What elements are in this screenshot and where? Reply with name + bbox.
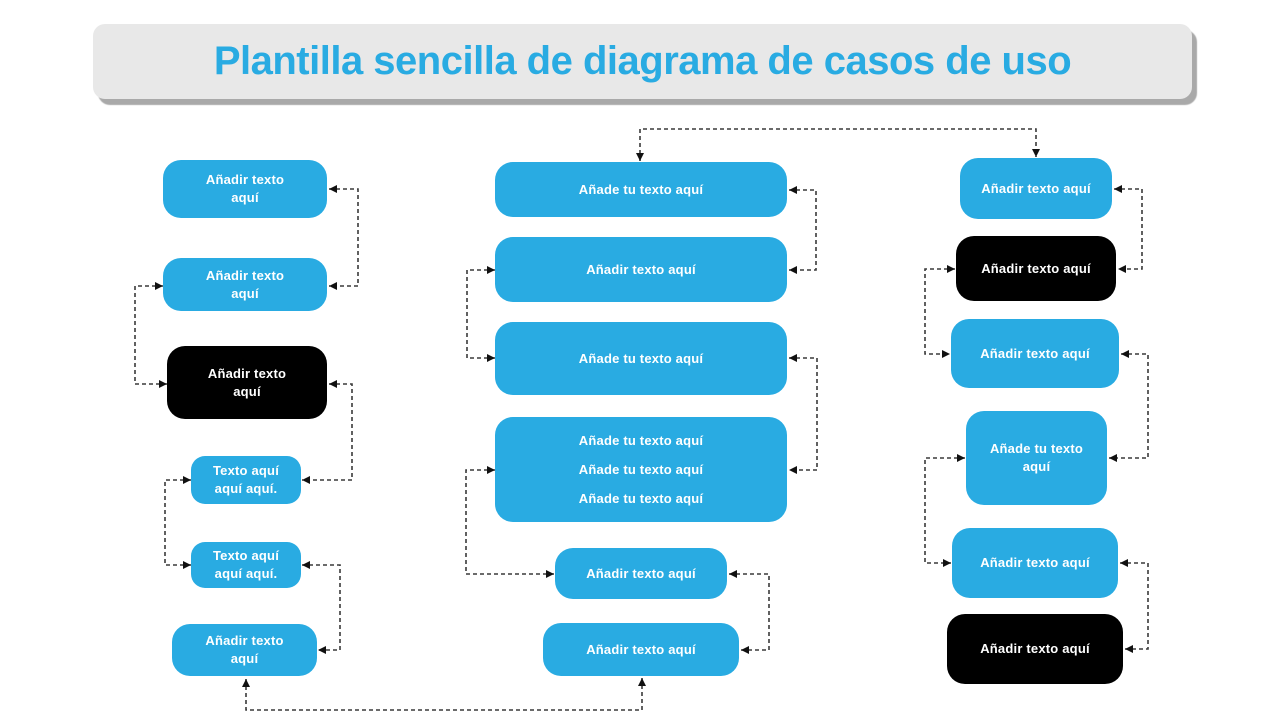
- node-label-line: aquí aquí.: [214, 481, 278, 496]
- connector-m3-m4-right: [789, 357, 818, 471]
- page-title: Plantilla sencilla de diagrama de casos …: [213, 39, 1072, 83]
- node-label-line: Añadir texto aquí: [981, 260, 1091, 276]
- arrowhead-icon: [329, 282, 337, 290]
- diagram-node-R2[interactable]: Añadir texto aquí: [956, 236, 1116, 301]
- diagram-node-L2[interactable]: Añadir texto aquí: [163, 258, 327, 311]
- node-label-line: Añadir texto: [205, 267, 285, 283]
- node-label-line: aquí: [231, 190, 259, 205]
- node-label-line: Añadir texto aquí: [586, 641, 696, 657]
- arrowhead-icon: [741, 646, 749, 654]
- node-label-line: Añadir texto aquí: [586, 565, 696, 581]
- node-label-line: Añadir texto aquí: [980, 345, 1090, 361]
- node-label-line: Añadir texto: [205, 633, 284, 648]
- arrowhead-icon: [155, 282, 163, 290]
- arrowhead-icon: [318, 646, 326, 654]
- connector-l1-l2-right: [329, 188, 359, 287]
- arrowhead-icon: [487, 266, 495, 274]
- node-label-line: Añadir texto aquí: [586, 261, 696, 277]
- diagram-node-R5[interactable]: Añadir texto aquí: [952, 528, 1118, 598]
- arrowhead-icon: [789, 186, 797, 194]
- node-label-line: aquí: [233, 383, 261, 399]
- arrowhead-icon: [1121, 350, 1129, 358]
- node-label-line: aquí aquí.: [214, 566, 278, 581]
- diagram-node-M6[interactable]: Añadir texto aquí: [543, 623, 739, 676]
- arrowhead-icon: [302, 476, 310, 484]
- connector-l4-l5-left: [164, 479, 191, 566]
- arrowhead-icon: [729, 570, 737, 578]
- arrowhead-icon: [957, 454, 965, 462]
- diagram-node-L1[interactable]: Añadir texto aquí: [163, 160, 327, 218]
- arrowhead-icon: [329, 185, 337, 193]
- node-label-line: Añade tu texto aquí: [578, 181, 704, 197]
- arrowhead-icon: [183, 561, 191, 569]
- connector-m1-m2-right: [789, 189, 817, 271]
- arrowhead-icon: [302, 561, 310, 569]
- arrowhead-icon: [1125, 645, 1133, 653]
- diagram-node-M5[interactable]: Añadir texto aquí: [555, 548, 727, 599]
- diagram-node-R4[interactable]: Añade tu texto aquí: [966, 411, 1107, 505]
- node-label-line: Añade tu texto aquí: [578, 433, 704, 448]
- diagram-node-L6[interactable]: Añadir texto aquí: [172, 624, 317, 676]
- diagram-node-M1[interactable]: Añade tu texto aquí: [495, 162, 787, 217]
- connector-bottom-link: [245, 678, 643, 711]
- arrowhead-icon: [1109, 454, 1117, 462]
- arrowhead-icon: [1118, 265, 1126, 273]
- diagram-node-R1[interactable]: Añadir texto aquí: [960, 158, 1112, 219]
- connector-m2-m3-left: [466, 269, 495, 359]
- arrowhead-icon: [1120, 559, 1128, 567]
- diagram-node-R3[interactable]: Añadir texto aquí: [951, 319, 1119, 388]
- node-label-line: Añadir texto aquí: [980, 555, 1090, 570]
- diagram-node-R6[interactable]: Añadir texto aquí: [947, 614, 1123, 684]
- diagram-node-L3[interactable]: Añadir texto aquí: [167, 346, 327, 419]
- node-label-line: Añade tu texto aquí: [578, 350, 704, 366]
- arrowhead-icon: [636, 153, 644, 161]
- arrowhead-icon: [942, 350, 950, 358]
- arrowhead-icon: [789, 354, 797, 362]
- arrowhead-icon: [487, 466, 495, 474]
- node-label-line: Añadir texto aquí: [980, 641, 1090, 656]
- arrowhead-icon: [1114, 185, 1122, 193]
- node-label-line: aquí: [1022, 459, 1051, 474]
- arrowhead-icon: [242, 679, 250, 687]
- diagram-node-M3[interactable]: Añade tu texto aquí: [495, 322, 787, 395]
- node-label-line: Añade tu texto aquí: [578, 462, 704, 477]
- connector-l2-l3-left: [134, 285, 167, 385]
- diagram-node-M2[interactable]: Añadir texto aquí: [495, 237, 787, 302]
- node-label-line: Texto aquí: [212, 548, 280, 563]
- arrowhead-icon: [947, 265, 955, 273]
- arrowhead-icon: [159, 380, 167, 388]
- connector-top-link: [639, 128, 1037, 161]
- title-banner: Plantilla sencilla de diagrama de casos …: [93, 24, 1192, 99]
- arrowhead-icon: [183, 476, 191, 484]
- node-label-line: Añadir texto: [205, 172, 285, 187]
- arrowhead-icon: [546, 570, 554, 578]
- node-label-line: aquí: [231, 285, 259, 301]
- arrowhead-icon: [638, 678, 646, 686]
- arrowhead-icon: [789, 466, 797, 474]
- arrowhead-icon: [329, 380, 337, 388]
- connector-r5-r6-right: [1120, 562, 1149, 650]
- arrowhead-icon: [1032, 149, 1040, 157]
- arrowhead-icon: [487, 354, 495, 362]
- arrowhead-icon: [943, 559, 951, 567]
- diagram-node-L4[interactable]: Texto aquí aquí aquí.: [191, 456, 301, 504]
- node-label-line: Añade tu texto aquí: [578, 491, 704, 506]
- node-label-line: Añadir texto aquí: [981, 180, 1091, 196]
- node-label-line: Texto aquí: [212, 463, 280, 478]
- arrowhead-icon: [789, 266, 797, 274]
- node-label-line: aquí: [230, 651, 259, 666]
- connector-r1-r2-right: [1114, 188, 1143, 270]
- node-label-line: Añadir texto: [207, 365, 287, 381]
- node-label-line: Añade tu texto: [989, 441, 1084, 456]
- diagram-node-L5[interactable]: Texto aquí aquí aquí.: [191, 542, 301, 588]
